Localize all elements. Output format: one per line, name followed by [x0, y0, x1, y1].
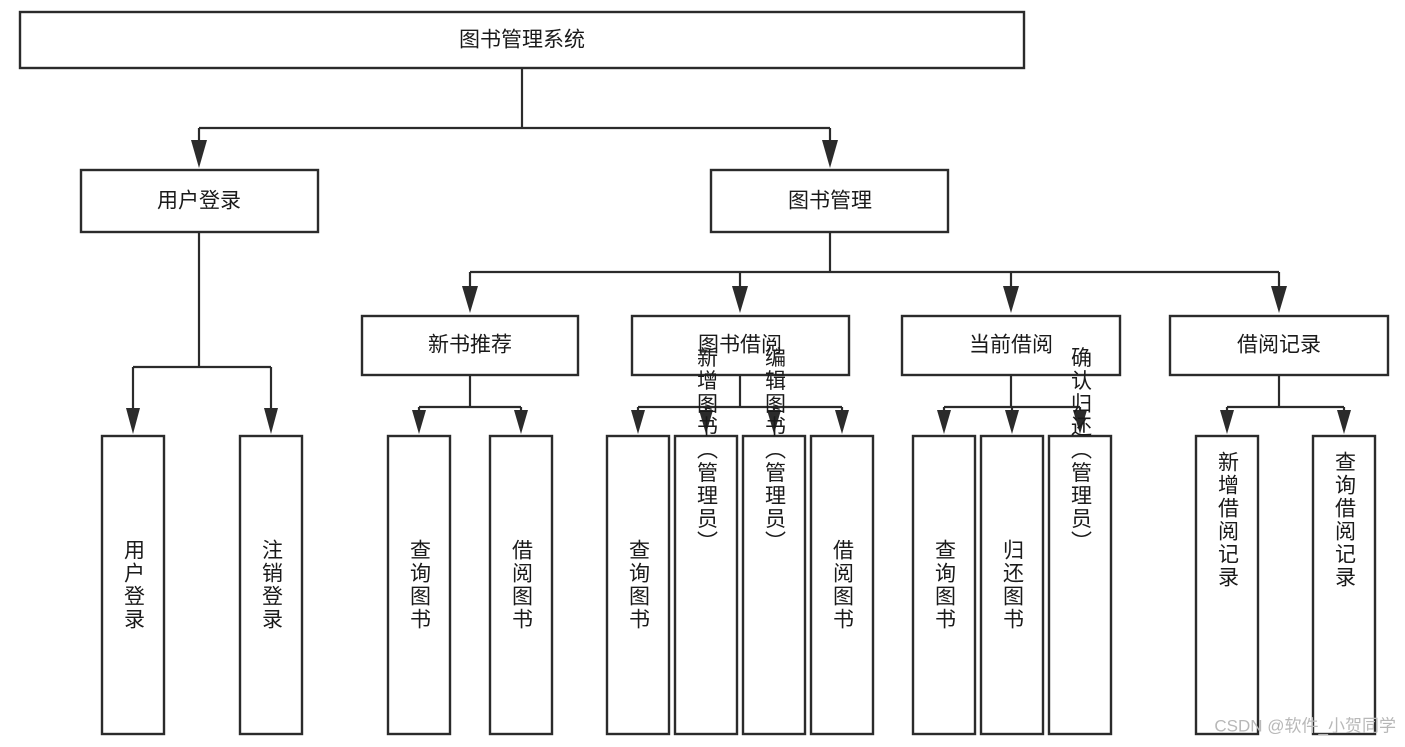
- leaf-node-confirm-return-box[interactable]: [1047, 434, 1113, 736]
- node-book-borrow-label: 图书借阅: [698, 334, 782, 357]
- node-root-label: 图书管理系统: [459, 29, 585, 52]
- arrow-head-leaf-edit-book: [767, 410, 781, 434]
- node-book-management-label: 图书管理: [788, 190, 872, 213]
- leaf-node-borrow-book-2-box[interactable]: [809, 434, 875, 736]
- leaf-node-return-book-label: 归还图书: [1001, 539, 1025, 631]
- leaf-node-query-book-3-box[interactable]: [911, 434, 977, 736]
- leaf-node-edit-book[interactable]: 编辑图书（管理员）: [741, 347, 807, 736]
- leaf-node-logout-login-box[interactable]: [238, 434, 304, 736]
- node-current-borrow[interactable]: 当前借阅: [900, 314, 1122, 377]
- leaf-node-query-book-2-box[interactable]: [605, 434, 671, 736]
- arrow-head-leaf-add-book: [699, 410, 713, 434]
- leaf-node-edit-book-label: 编辑图书（管理员）: [763, 347, 787, 554]
- node-user-login-box[interactable]: [79, 168, 320, 234]
- leaf-node-query-borrow-record-box[interactable]: [1311, 434, 1377, 736]
- leaf-node-borrow-book-2-label: 借阅图书: [831, 539, 855, 631]
- node-borrow-record-label: 借阅记录: [1237, 334, 1321, 357]
- arrow-head-leaf-confirm-return: [1073, 410, 1087, 434]
- leaf-node-user-login-box[interactable]: [100, 434, 166, 736]
- connector-group-borrowrecord-to-leaves: [1220, 375, 1351, 434]
- connector-group-root-to-level2: [191, 68, 838, 168]
- connector-group-bookborrow-to-leaves: [631, 375, 849, 434]
- leaf-node-return-book[interactable]: 归还图书: [979, 434, 1045, 736]
- node-root-box[interactable]: [18, 10, 1026, 70]
- node-user-login-label: 用户登录: [157, 190, 241, 213]
- arrow-head-leaf-add-borrow-record: [1220, 410, 1234, 434]
- arrow-head-borrow-record: [1271, 286, 1287, 313]
- leaf-node-add-borrow-record-box[interactable]: [1194, 434, 1260, 736]
- leaf-node-add-borrow-record-label: 新增借阅记录: [1216, 451, 1240, 589]
- connector-group-newbook-to-leaves: [412, 375, 528, 434]
- arrow-head-leaf-query-borrow-record: [1337, 410, 1351, 434]
- arrow-head-leaf-borrow-book-1: [514, 410, 528, 434]
- arrow-head-new-book-recommend: [462, 286, 478, 313]
- leaf-node-query-borrow-record[interactable]: 查询借阅记录: [1311, 434, 1377, 736]
- node-borrow-record-box[interactable]: [1168, 314, 1390, 377]
- arrow-head-leaf-user-login: [126, 408, 140, 434]
- node-new-book-recommend-box[interactable]: [360, 314, 580, 377]
- node-new-book-recommend-label: 新书推荐: [428, 334, 512, 357]
- connector-group-currentborrow-to-leaves: [937, 375, 1087, 434]
- arrow-head-current-borrow: [1003, 286, 1019, 313]
- arrow-head-user-login: [191, 140, 207, 168]
- connector-group-userlogin-to-leaves: [126, 232, 278, 434]
- leaf-node-logout-login[interactable]: 注销登录: [238, 434, 304, 736]
- leaf-node-query-book-3-label: 查询图书: [933, 539, 957, 631]
- leaf-node-query-borrow-record-label: 查询借阅记录: [1333, 451, 1357, 589]
- leaf-node-query-book-1-label: 查询图书: [408, 539, 432, 631]
- leaf-node-add-book-label: 新增图书（管理员）: [695, 347, 719, 554]
- leaf-node-add-book-box[interactable]: [673, 434, 739, 736]
- arrow-head-leaf-return-book: [1005, 410, 1019, 434]
- node-current-borrow-label: 当前借阅: [969, 334, 1053, 357]
- leaf-node-query-book-1[interactable]: 查询图书: [386, 434, 452, 736]
- leaf-node-add-borrow-record[interactable]: 新增借阅记录: [1194, 434, 1260, 736]
- leaf-node-confirm-return-label: 确认归还（管理员）: [1069, 347, 1093, 554]
- node-user-login[interactable]: 用户登录: [79, 168, 320, 234]
- leaf-node-query-book-1-box[interactable]: [386, 434, 452, 736]
- leaf-node-user-login[interactable]: 用户登录: [100, 434, 166, 736]
- connector-group-bookmgmt-to-level3: [462, 232, 1287, 313]
- leaf-node-query-book-2[interactable]: 查询图书: [605, 434, 671, 736]
- node-new-book-recommend[interactable]: 新书推荐: [360, 314, 580, 377]
- arrow-head-book-management: [822, 140, 838, 168]
- arrow-head-book-borrow: [732, 286, 748, 313]
- node-book-management[interactable]: 图书管理: [709, 168, 950, 234]
- node-book-borrow[interactable]: 图书借阅: [630, 314, 851, 377]
- arrow-head-leaf-borrow-book-2: [835, 410, 849, 434]
- arrow-head-leaf-query-book-1: [412, 410, 426, 434]
- leaf-node-borrow-book-2[interactable]: 借阅图书: [809, 434, 875, 736]
- arrow-head-leaf-query-book-2: [631, 410, 645, 434]
- arrow-head-leaf-query-book-3: [937, 410, 951, 434]
- node-book-management-box[interactable]: [709, 168, 950, 234]
- watermark-label: CSDN @软件_小贺同学: [1214, 716, 1396, 735]
- arrow-head-leaf-logout-login: [264, 408, 278, 434]
- leaf-node-logout-login-label: 注销登录: [260, 539, 284, 631]
- leaf-node-add-book[interactable]: 新增图书（管理员）: [673, 347, 739, 736]
- node-borrow-record[interactable]: 借阅记录: [1168, 314, 1390, 377]
- node-current-borrow-box[interactable]: [900, 314, 1122, 377]
- node-book-borrow-box[interactable]: [630, 314, 851, 377]
- leaf-node-query-book-2-label: 查询图书: [627, 539, 651, 631]
- leaf-node-confirm-return[interactable]: 确认归还（管理员）: [1047, 347, 1113, 736]
- leaf-node-borrow-book-1-box[interactable]: [488, 434, 554, 736]
- leaf-node-borrow-book-1-label: 借阅图书: [510, 539, 534, 631]
- leaf-node-borrow-book-1[interactable]: 借阅图书: [488, 434, 554, 736]
- leaf-node-edit-book-box[interactable]: [741, 434, 807, 736]
- leaf-node-user-login-label: 用户登录: [122, 539, 146, 631]
- leaf-node-query-book-3[interactable]: 查询图书: [911, 434, 977, 736]
- node-root-book-management-system[interactable]: 图书管理系统: [18, 10, 1026, 70]
- leaf-node-return-book-box[interactable]: [979, 434, 1045, 736]
